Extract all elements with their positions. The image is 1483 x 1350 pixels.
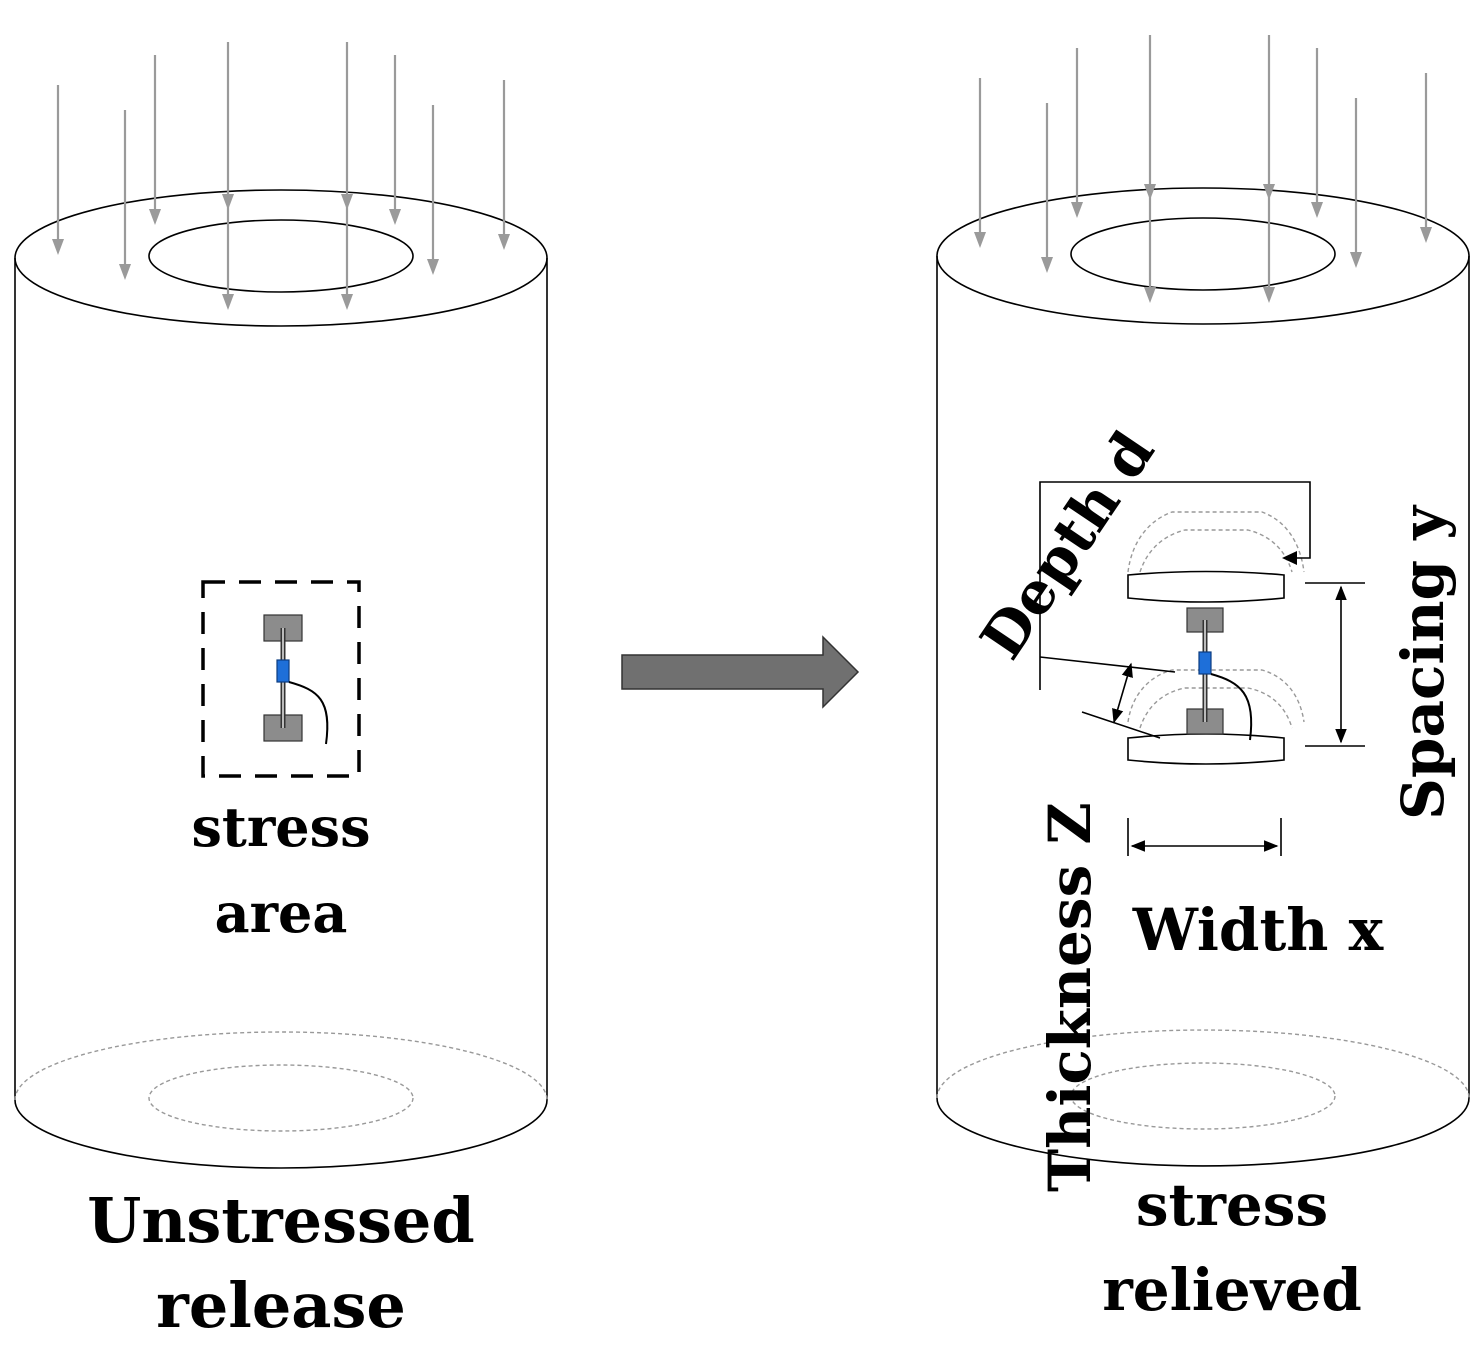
load-arrow [52,85,64,255]
load-arrow [1420,73,1432,243]
right-caption-line2: relieved [1102,1256,1362,1324]
sensor-cable [288,681,329,745]
right-cylinder-top-face [936,187,1470,325]
left-strain-gauge [263,614,329,745]
thickness-label: Thickness Z [1036,802,1104,1192]
load-arrow [119,110,131,280]
released-slots [1127,511,1305,765]
width-label: Width x [1132,896,1384,964]
sensor [276,659,290,683]
left-stress-area [201,580,361,778]
load-arrow [1041,103,1053,273]
stress-area-label-line2: area [215,881,348,945]
spacing-dimension [1305,582,1365,747]
right-cylinder [936,187,1470,1167]
load-arrow [1071,48,1083,218]
right-cylinder-bottom-edge [936,1097,1470,1167]
lower-slot [1127,733,1285,765]
load-arrow [427,105,439,275]
right-strain-gauge [1186,607,1253,741]
spacing-label: Spacing y [1389,504,1457,820]
left-caption-line2: release [156,1269,406,1342]
load-arrow [149,55,161,225]
load-arrow [1263,35,1275,303]
depth-leader-line [1039,481,1311,690]
left-cylinder-bottom-edge [14,1099,548,1169]
thickness-extension-bottom [1081,711,1161,739]
left-force-arrows [52,42,510,310]
width-dimension [1127,818,1282,856]
load-arrow [1144,35,1156,303]
thickness-dimension [1039,656,1176,739]
right-caption-line1: stress [1136,1171,1328,1239]
upper-slot-original-outline [1127,511,1305,573]
right-cylinder-bottom-hole-hidden [1070,1062,1336,1130]
load-arrow [974,78,986,248]
load-arrow-head [1144,184,1156,200]
left-caption-line1: Unstressed [87,1184,474,1257]
load-arrow [222,42,234,310]
load-arrow [1311,48,1323,218]
left-cylinder [14,189,548,1169]
left-cylinder-bottom-hidden-edge [14,1031,548,1101]
depth-dimension [1039,481,1311,690]
load-arrow-head [1263,184,1275,200]
load-arrow [341,42,353,310]
depth-label: Depth d [967,419,1167,670]
thickness-extension-top [1039,656,1176,673]
transition-arrow [621,635,860,709]
stress-area-label-line1: stress [192,795,371,859]
stress-area-dashed-box [201,580,361,778]
left-cylinder-bottom-hole-hidden [148,1064,414,1132]
sensor-cable [1210,673,1253,741]
right-cylinder-top-hole [1070,217,1336,291]
right-force-arrows [974,35,1432,303]
thickness-dimension-arrow [1112,662,1133,724]
left-cylinder-top-hole [148,219,414,293]
left-cylinder-top-face [14,189,548,327]
upper-slot [1127,570,1285,603]
load-arrow-head [341,194,353,210]
depth-leader-arrowhead [1282,551,1297,565]
load-arrow [389,55,401,225]
sensor [1198,651,1212,675]
right-cylinder-bottom-hidden-edge [936,1029,1470,1099]
load-arrow [498,80,510,250]
load-arrow-head [222,194,234,210]
load-arrow [1350,98,1362,268]
lower-slot-original-outline [1127,669,1305,723]
